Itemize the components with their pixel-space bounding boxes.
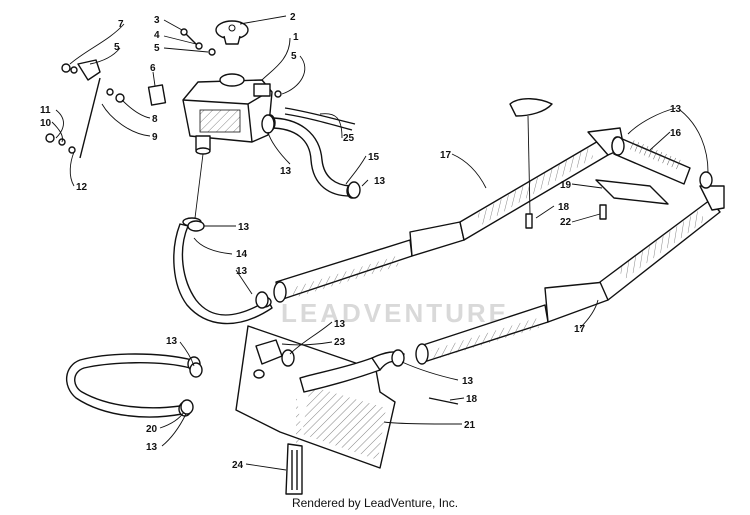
footer-credit: Rendered by LeadVenture, Inc. xyxy=(291,496,459,510)
radiator xyxy=(235,325,396,469)
watermark: LEADVENTURE xyxy=(281,298,509,328)
hose-14 xyxy=(173,217,273,325)
heat-exchanger-right xyxy=(415,185,725,365)
label-3: 3 xyxy=(154,15,160,26)
label-18b: 18 xyxy=(466,394,478,405)
label-13a: 13 xyxy=(280,166,292,177)
label-9: 9 xyxy=(152,132,158,143)
heat-exchanger-left xyxy=(273,127,625,303)
label-20: 20 xyxy=(146,424,158,435)
part-labels: 1 2 3 4 5 5 5 6 7 8 9 10 11 12 13 13 13 … xyxy=(40,12,682,471)
label-13i: 13 xyxy=(146,442,158,453)
label-13g: 13 xyxy=(334,319,346,330)
label-13f: 13 xyxy=(166,336,178,347)
label-23: 23 xyxy=(334,337,346,348)
hose-20 xyxy=(66,353,201,418)
label-6: 6 xyxy=(150,63,156,74)
label-5b: 5 xyxy=(114,42,120,53)
label-11: 11 xyxy=(40,105,51,116)
label-8: 8 xyxy=(152,114,158,125)
label-2: 2 xyxy=(290,12,296,23)
label-10: 10 xyxy=(40,118,52,129)
label-13h: 13 xyxy=(462,376,474,387)
label-16: 16 xyxy=(670,128,682,139)
label-13c: 13 xyxy=(238,222,250,233)
label-4: 4 xyxy=(154,30,160,41)
filler-cap xyxy=(215,20,249,45)
bracket-19 xyxy=(595,179,669,205)
label-17a: 17 xyxy=(440,150,452,161)
tag xyxy=(509,98,553,117)
tank-bracket-hardware xyxy=(45,59,125,159)
label-5a: 5 xyxy=(154,43,160,54)
label-15: 15 xyxy=(368,152,380,163)
fasteners-18-22 xyxy=(428,204,607,405)
label-14: 14 xyxy=(236,249,248,260)
label-24: 24 xyxy=(232,460,244,471)
label-1: 1 xyxy=(293,32,299,43)
plate-24 xyxy=(285,443,303,495)
label-5c: 5 xyxy=(291,51,297,62)
label-7: 7 xyxy=(118,19,124,30)
hose-clamps xyxy=(180,114,713,415)
label-13e: 13 xyxy=(670,104,682,115)
expansion-tank xyxy=(182,73,273,155)
label-13d: 13 xyxy=(236,266,248,277)
label-21: 21 xyxy=(464,420,476,431)
label-17b: 17 xyxy=(574,324,586,335)
label-13b: 13 xyxy=(374,176,386,187)
leader-lines xyxy=(51,15,709,471)
label-12: 12 xyxy=(76,182,88,193)
label-19: 19 xyxy=(560,180,572,191)
overflow-hose xyxy=(284,107,356,131)
label-18a: 18 xyxy=(558,202,570,213)
tank-bolts xyxy=(180,28,282,98)
label-25: 25 xyxy=(343,133,355,144)
label-22: 22 xyxy=(560,217,572,228)
decal xyxy=(147,84,167,106)
elbow-hoses xyxy=(253,339,283,379)
